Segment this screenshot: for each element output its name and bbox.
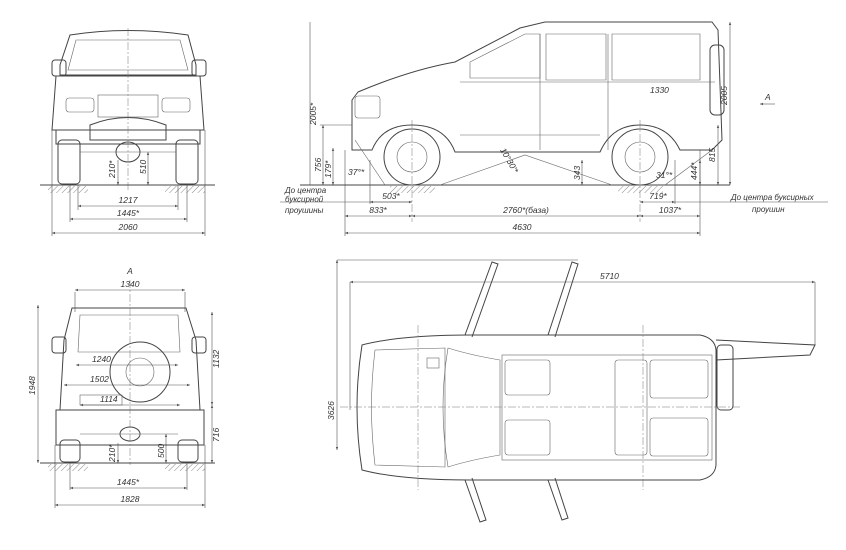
dim-sill-height: 716 [211, 428, 221, 442]
dim-length-open: 5710 [600, 271, 619, 281]
rear-tow-note-2: проушин [752, 205, 785, 214]
dim-front-track-inner: 1217 [119, 195, 138, 205]
dim-wheelbase: 2760*(база) [502, 205, 549, 215]
dim-front-clearance-side: 179* [323, 160, 333, 178]
rear-view: A 1340 1948 1132 716 1240 1502 1114 210*… [27, 266, 221, 508]
dim-door-width-bottom: 1114 [100, 394, 118, 404]
front-view: 1217 1445* 2060 210* 510 [40, 28, 215, 236]
dim-ramp-angle: 10°30'* [498, 146, 521, 175]
dim-rear-clearance-rv: 210* [107, 444, 117, 463]
dim-front-clearance: 210* [107, 160, 117, 179]
dim-front-tow: 503* [382, 191, 400, 201]
dim-door-width-top: 1240 [92, 354, 111, 364]
dim-roof-width: 1340 [121, 279, 140, 289]
dim-rear-axle-height: 500 [156, 444, 166, 458]
dim-cargo-length: 1330 [650, 85, 669, 95]
dim-length: 4630 [513, 222, 532, 232]
rear-tow-note-1: До центра буксирных [730, 193, 815, 202]
dim-rear-track: 1445* [117, 477, 140, 487]
dim-departure-angle: 31°* [656, 170, 673, 180]
dim-height-right: 2005 [719, 86, 729, 106]
view-marker-a: A [764, 92, 771, 102]
dim-door-height: 1132 [211, 349, 221, 368]
dim-door-width: 1502 [90, 374, 109, 384]
top-view: 5710 3626 [326, 259, 816, 523]
dim-approach-angle: 37°* [348, 167, 365, 177]
front-tow-note-1: До центра [284, 186, 327, 195]
dim-rear-clearance: 444* [689, 162, 699, 180]
dim-mid-clearance: 343 [572, 166, 582, 180]
dim-bumper-height: 756 [313, 158, 323, 172]
dim-rear-overhang: 1037* [659, 205, 682, 215]
dim-front-axle-height: 510 [138, 160, 148, 174]
dim-rear-width: 1828 [121, 494, 140, 504]
front-tow-note-2: буксирной [285, 195, 324, 204]
dim-front-overhang: 833* [369, 205, 387, 215]
rear-view-marker-a: A [126, 266, 133, 276]
dim-rear-height: 1948 [27, 376, 37, 395]
dim-rear-bumper-height: 815 [707, 148, 717, 162]
dim-front-track: 1445* [117, 208, 140, 218]
dim-width-open: 3626 [326, 401, 336, 420]
side-view: 2005* 756 179* 37°* 10°30'* 343 31°* 444… [280, 21, 828, 236]
dim-front-width: 2060 [118, 222, 138, 232]
dim-height-left: 2005* [308, 102, 318, 126]
front-tow-note-3: проушины [285, 206, 324, 215]
dim-rear-tow: 719* [649, 191, 667, 201]
